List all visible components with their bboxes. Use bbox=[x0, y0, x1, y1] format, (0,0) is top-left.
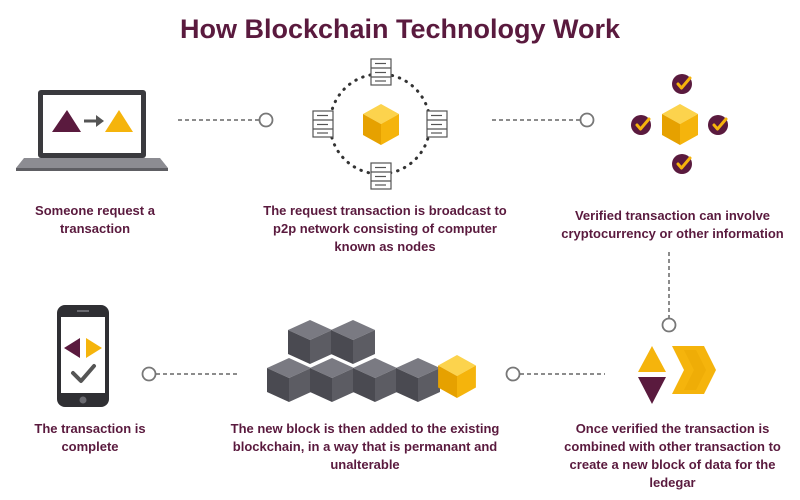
connector-1-2 bbox=[178, 112, 274, 128]
connector-4-5 bbox=[505, 366, 605, 382]
connector-3-4 bbox=[661, 252, 677, 333]
connector-5-6 bbox=[141, 366, 238, 382]
step-6-caption: The transaction is complete bbox=[34, 421, 146, 454]
step-2-caption: The request transaction is broadcast to … bbox=[263, 203, 507, 254]
step-4-caption: Once verified the transaction is combine… bbox=[564, 421, 781, 490]
laptop-icon bbox=[16, 90, 168, 171]
smartphone-check-icon bbox=[57, 305, 109, 407]
blockchain-icon bbox=[267, 320, 476, 402]
step-5-caption: The new block is then added to the exist… bbox=[230, 421, 500, 472]
page-title: How Blockchain Technology Work bbox=[179, 14, 621, 44]
step-1-caption: Someone request a transaction bbox=[35, 203, 155, 236]
server-network-icon bbox=[312, 58, 448, 190]
combine-blocks-icon bbox=[638, 346, 716, 404]
connector-2-3 bbox=[492, 112, 595, 128]
verified-cube-icon bbox=[629, 72, 730, 176]
step-3-caption: Verified transaction can involve cryptoc… bbox=[561, 208, 784, 241]
